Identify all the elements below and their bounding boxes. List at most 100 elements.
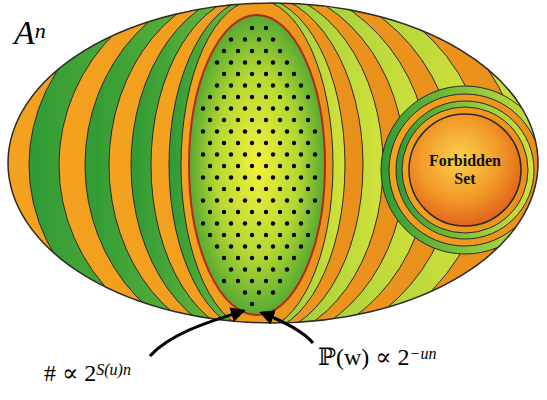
point	[215, 152, 219, 156]
point	[271, 106, 275, 110]
point	[285, 106, 289, 110]
band	[396, 101, 534, 239]
point	[278, 72, 282, 76]
point	[229, 106, 233, 110]
point	[292, 95, 296, 99]
band	[402, 107, 528, 233]
point	[208, 164, 212, 168]
point	[215, 60, 219, 64]
point	[285, 152, 289, 156]
point	[236, 164, 240, 168]
point	[271, 244, 275, 248]
point	[243, 198, 247, 202]
point	[215, 175, 219, 179]
band	[109, 0, 405, 345]
point	[264, 26, 268, 30]
point	[201, 152, 205, 156]
point	[201, 106, 205, 110]
point	[278, 164, 282, 168]
point	[250, 49, 254, 53]
point	[229, 37, 233, 41]
point	[278, 187, 282, 191]
point	[257, 175, 261, 179]
point	[229, 198, 233, 202]
point	[236, 118, 240, 122]
point	[243, 175, 247, 179]
point	[257, 290, 261, 294]
point	[292, 72, 296, 76]
count-arrow	[150, 311, 243, 356]
point	[299, 221, 303, 225]
point	[250, 141, 254, 145]
point	[264, 233, 268, 237]
point	[257, 152, 261, 156]
formula-base: # ∝ 2	[44, 360, 96, 386]
point	[215, 198, 219, 202]
point	[292, 118, 296, 122]
point	[306, 164, 310, 168]
point	[229, 152, 233, 156]
point	[215, 244, 219, 248]
point	[271, 267, 275, 271]
point	[250, 187, 254, 191]
point	[271, 37, 275, 41]
point	[243, 290, 247, 294]
point	[250, 72, 254, 76]
point	[271, 129, 275, 133]
point	[285, 175, 289, 179]
point	[222, 95, 226, 99]
point	[271, 175, 275, 179]
point	[278, 256, 282, 260]
point	[257, 60, 261, 64]
point	[222, 187, 226, 191]
point	[250, 164, 254, 168]
point	[208, 187, 212, 191]
point	[285, 60, 289, 64]
point	[236, 187, 240, 191]
formula-exponent: S(u)n	[96, 361, 131, 378]
point	[285, 267, 289, 271]
point	[271, 83, 275, 87]
point	[236, 210, 240, 214]
point	[208, 210, 212, 214]
point	[201, 198, 205, 202]
point	[229, 244, 233, 248]
point	[243, 37, 247, 41]
point	[278, 279, 282, 283]
point	[299, 175, 303, 179]
point	[222, 49, 226, 53]
point	[306, 118, 310, 122]
point	[271, 290, 275, 294]
point	[264, 256, 268, 260]
point	[229, 221, 233, 225]
point	[264, 210, 268, 214]
point	[208, 141, 212, 145]
typical-set	[189, 15, 325, 315]
point	[243, 221, 247, 225]
point	[271, 152, 275, 156]
point	[250, 210, 254, 214]
point	[271, 198, 275, 202]
point	[257, 83, 261, 87]
point	[229, 129, 233, 133]
point	[313, 198, 317, 202]
point	[222, 256, 226, 260]
point	[285, 83, 289, 87]
band	[151, 0, 363, 336]
count-formula: # ∝ 2S(u)n	[44, 360, 131, 386]
point	[229, 267, 233, 271]
point	[292, 233, 296, 237]
point	[285, 129, 289, 133]
point	[292, 187, 296, 191]
band	[381, 86, 547, 254]
point	[250, 26, 254, 30]
point	[243, 106, 247, 110]
point	[306, 210, 310, 214]
point	[208, 95, 212, 99]
point	[306, 95, 310, 99]
formula-base: A	[14, 14, 35, 51]
point	[278, 49, 282, 53]
point	[278, 210, 282, 214]
point	[271, 60, 275, 64]
formula-base: ℙ(w) ∝ 2	[318, 344, 410, 370]
